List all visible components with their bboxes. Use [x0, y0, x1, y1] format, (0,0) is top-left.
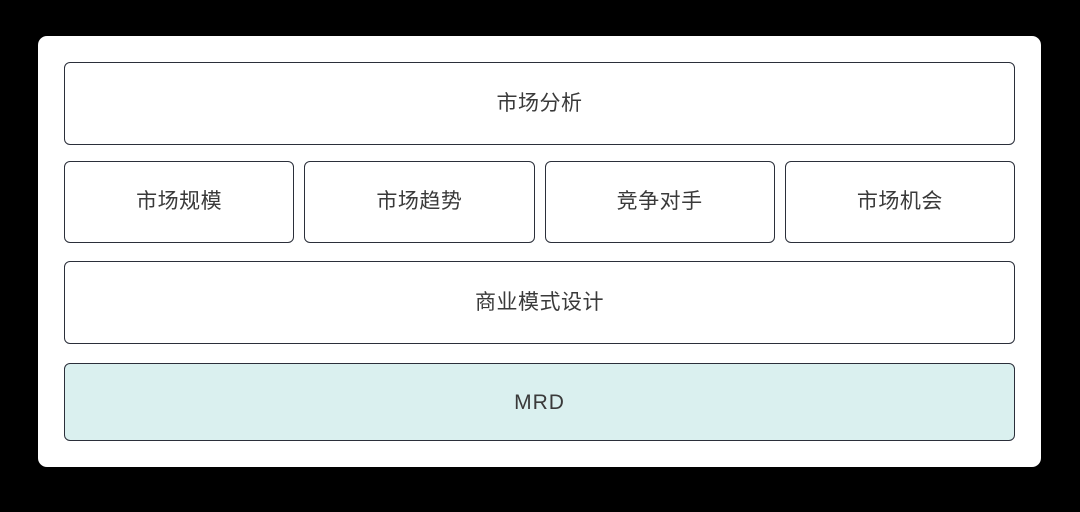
node-label: 市场规模: [136, 190, 223, 214]
node-market-opportunities[interactable]: 市场机会: [784, 160, 1015, 243]
node-competitors[interactable]: 竞争对手: [544, 160, 775, 243]
node-label: 市场机会: [856, 190, 943, 214]
node-label: 市场分析: [496, 91, 583, 115]
node-mrd[interactable]: MRD: [64, 363, 1015, 442]
node-label: MRD: [514, 390, 565, 414]
diagram-row-mrd: MRD: [64, 363, 1015, 442]
diagram-row-subtopics: 市场规模 市场趋势 竞争对手 市场机会: [64, 160, 1015, 243]
node-market-size[interactable]: 市场规模: [64, 160, 295, 243]
diagram-card: 市场分析 市场规模 市场趋势 竞争对手 市场机会 商业模式设计 MRD: [38, 36, 1041, 467]
node-label: 市场趋势: [376, 190, 463, 214]
node-market-trends[interactable]: 市场趋势: [304, 160, 535, 243]
diagram-row-business-model: 商业模式设计: [64, 261, 1015, 345]
diagram-row-market-analysis: 市场分析: [64, 62, 1015, 145]
node-business-model-design[interactable]: 商业模式设计: [64, 261, 1015, 345]
node-market-analysis[interactable]: 市场分析: [64, 62, 1015, 145]
node-label: 商业模式设计: [475, 291, 604, 315]
node-label: 竞争对手: [616, 190, 703, 214]
